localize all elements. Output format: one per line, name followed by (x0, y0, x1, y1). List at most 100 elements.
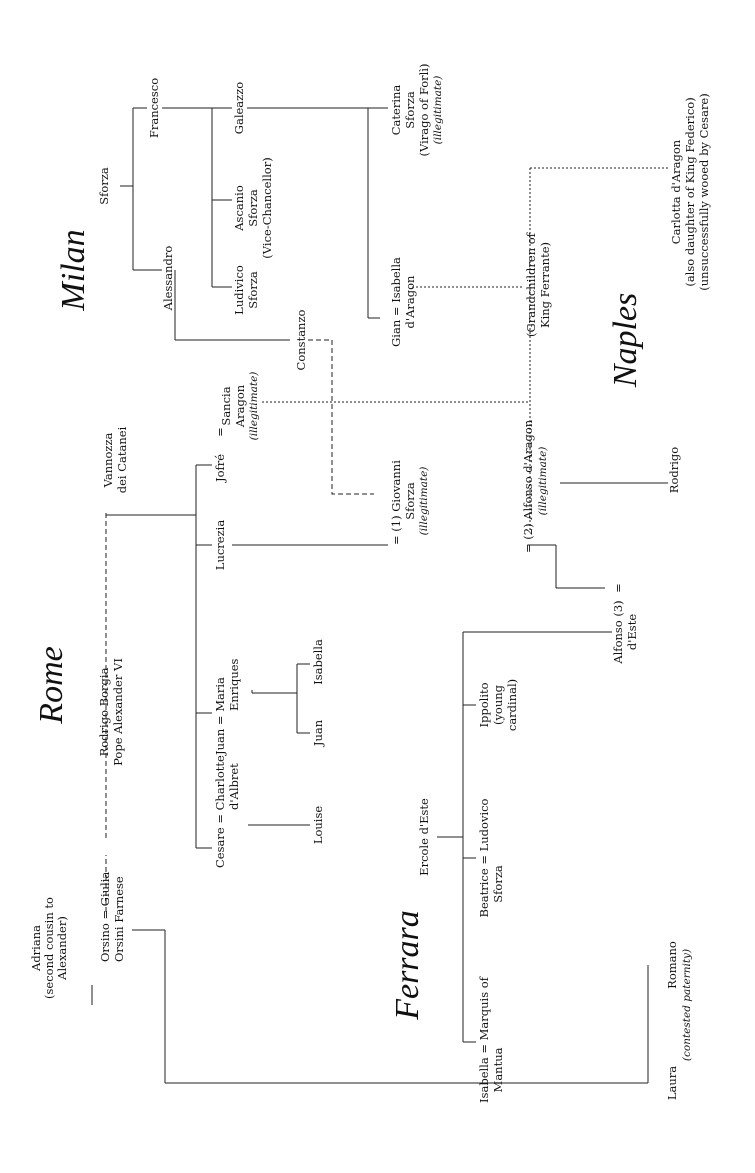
person-juan-maria: Juan = Maria Enriques (213, 658, 241, 756)
svg-text:King Ferrante): King Ferrante) (538, 242, 552, 328)
jofre-marriage-sign: = (213, 427, 227, 437)
person-louise: Louise (311, 806, 325, 845)
svg-text:= (1) Giovanni: = (1) Giovanni (389, 460, 403, 545)
svg-text:(illegitimate): (illegitimate) (418, 467, 430, 536)
svg-text:(also daughter of King Federic: (also daughter of King Federico) (683, 97, 697, 286)
person-vannozza: Vannozza dei Catanei (101, 426, 129, 493)
person-labels: Adriana (second cousin to Alexander) Ors… (29, 63, 711, 1102)
svg-text:Mantua: Mantua (491, 1047, 505, 1092)
svg-text:Sancia: Sancia (219, 386, 233, 425)
person-juan-son: Juan (311, 719, 325, 747)
svg-text:Sforza: Sforza (246, 271, 260, 309)
person-isabella-daughter: Isabella (311, 639, 325, 685)
svg-text:Lucrezia: Lucrezia (213, 520, 227, 571)
svg-text:Rodrigo Borgia: Rodrigo Borgia (97, 667, 111, 756)
svg-text:Sforza: Sforza (491, 865, 505, 903)
alfonso-este-marriage-sign: = (611, 583, 625, 593)
person-rodrigo-borgia: Rodrigo Borgia Pope Alexander VI (97, 658, 125, 766)
svg-text:Aragon: Aragon (233, 384, 247, 428)
region-milan: Milan (55, 229, 92, 311)
svg-text:Beatrice = Ludovico: Beatrice = Ludovico (477, 798, 491, 917)
svg-text:Enriques: Enriques (227, 658, 241, 711)
person-carlotta: Carlotta d'Aragon (also daughter of King… (669, 93, 711, 290)
svg-text:Alexander): Alexander) (55, 916, 69, 981)
person-romano: Romano (contested paternity) (665, 941, 693, 1061)
person-francesco: Francesco (147, 78, 161, 138)
person-caterina: Caterina Sforza (Virago of Forlì) (illeg… (389, 63, 444, 156)
person-ludivico: Ludivico Sforza (232, 265, 260, 315)
person-constanzo: Constanzo (294, 309, 308, 370)
svg-text:Cesare = Charlotte: Cesare = Charlotte (213, 755, 227, 868)
person-alfonso-este: Alfonso (3) d'Este (611, 600, 639, 664)
svg-text:Isabella = Marquis of: Isabella = Marquis of (477, 976, 491, 1103)
svg-text:(second cousin to: (second cousin to (42, 897, 56, 999)
svg-text:Ascanio: Ascanio (232, 185, 246, 232)
svg-text:Ludivico: Ludivico (232, 265, 246, 315)
region-labels: Milan Rome Naples Ferrara (33, 229, 644, 1020)
svg-text:Orsino = Giulia: Orsino = Giulia (98, 872, 112, 962)
person-cesare-charlotte: Cesare = Charlotte d'Albret (213, 755, 241, 868)
person-grandchildren-ferrante: (Grandchildren of King Ferrante) (524, 232, 552, 337)
svg-text:d'Este: d'Este (625, 614, 639, 650)
person-alfonso-aragon: = (2) Alfonso d'Aragon (illegitimate) (521, 419, 549, 553)
person-laura: Laura (665, 1066, 679, 1100)
person-beatrice-ludovico: Beatrice = Ludovico Sforza (477, 798, 505, 917)
svg-text:Alessandro: Alessandro (161, 246, 175, 312)
svg-text:(illegitimate): (illegitimate) (537, 447, 549, 516)
svg-text:(Grandchildren of: (Grandchildren of (524, 232, 538, 337)
svg-text:Francesco: Francesco (147, 78, 161, 138)
person-adriana: Adriana (second cousin to Alexander) (29, 897, 69, 999)
svg-text:Juan: Juan (311, 719, 325, 747)
svg-text:Pope Alexander VI: Pope Alexander VI (111, 658, 125, 766)
person-rodrigo-son: Rodrigo (667, 447, 681, 493)
svg-text:Orsini Farnese: Orsini Farnese (112, 876, 126, 962)
svg-text:Laura: Laura (665, 1066, 679, 1100)
svg-text:Constanzo: Constanzo (294, 309, 308, 370)
svg-text:Alfonso (3): Alfonso (3) (611, 600, 625, 664)
svg-text:Jofré: Jofré (213, 454, 227, 483)
svg-text:d'Aragon: d'Aragon (403, 275, 417, 328)
svg-text:cardinal): cardinal) (505, 679, 519, 731)
svg-text:(illegitimate): (illegitimate) (248, 372, 260, 441)
region-naples: Naples (607, 293, 644, 388)
person-ascanio: Ascanio Sforza (Vice-Chancellor) (232, 157, 274, 258)
svg-text:Romano: Romano (665, 941, 679, 989)
person-alessandro: Alessandro (161, 246, 175, 312)
svg-text:(illegitimate): (illegitimate) (432, 76, 444, 145)
region-ferrara: Ferrara (389, 910, 426, 1021)
svg-text:Louise: Louise (311, 806, 325, 845)
svg-text:(Vice-Chancellor): (Vice-Chancellor) (260, 157, 274, 258)
person-giovanni-sforza: = (1) Giovanni Sforza (illegitimate) (389, 460, 430, 545)
connector-lines (91, 107, 670, 1084)
svg-text:Gian = Isabella: Gian = Isabella (389, 257, 403, 347)
person-ippolito: Ippolito (young cardinal) (477, 679, 519, 731)
person-sforza: Sforza (97, 167, 111, 205)
person-sancia: Sancia Aragon (illegitimate) (219, 372, 260, 441)
svg-text:Ippolito: Ippolito (477, 682, 491, 727)
person-isabella-mantua: Isabella = Marquis of Mantua (477, 976, 505, 1103)
svg-text:Carlotta d'Aragon: Carlotta d'Aragon (669, 139, 683, 244)
svg-text:Vannozza: Vannozza (101, 432, 115, 488)
person-jofre: Jofré (213, 454, 227, 483)
person-lucrezia: Lucrezia (213, 520, 227, 571)
svg-text:dei Catanei: dei Catanei (115, 426, 129, 493)
region-rome: Rome (33, 646, 70, 724)
svg-text:Galeazzo: Galeazzo (232, 82, 246, 135)
svg-text:Sforza: Sforza (97, 167, 111, 205)
person-gian-isabella: Gian = Isabella d'Aragon (389, 257, 417, 347)
svg-text:(unsuccessfully wooed by Cesar: (unsuccessfully wooed by Cesare) (697, 93, 711, 290)
svg-text:(contested paternity): (contested paternity) (681, 949, 693, 1061)
svg-text:=: = (611, 583, 625, 593)
person-ercole: Ercole d'Este (417, 798, 431, 876)
svg-text:Sforza: Sforza (403, 482, 417, 520)
svg-text:Isabella: Isabella (311, 639, 325, 685)
svg-text:=: = (213, 427, 227, 437)
person-galeazzo: Galeazzo (232, 82, 246, 135)
svg-text:Sforza: Sforza (403, 91, 417, 129)
svg-text:(Virago of Forlì): (Virago of Forlì) (417, 63, 431, 156)
svg-text:Ercole d'Este: Ercole d'Este (417, 798, 431, 876)
svg-text:d'Albret: d'Albret (227, 763, 241, 810)
svg-text:Caterina: Caterina (389, 85, 403, 136)
